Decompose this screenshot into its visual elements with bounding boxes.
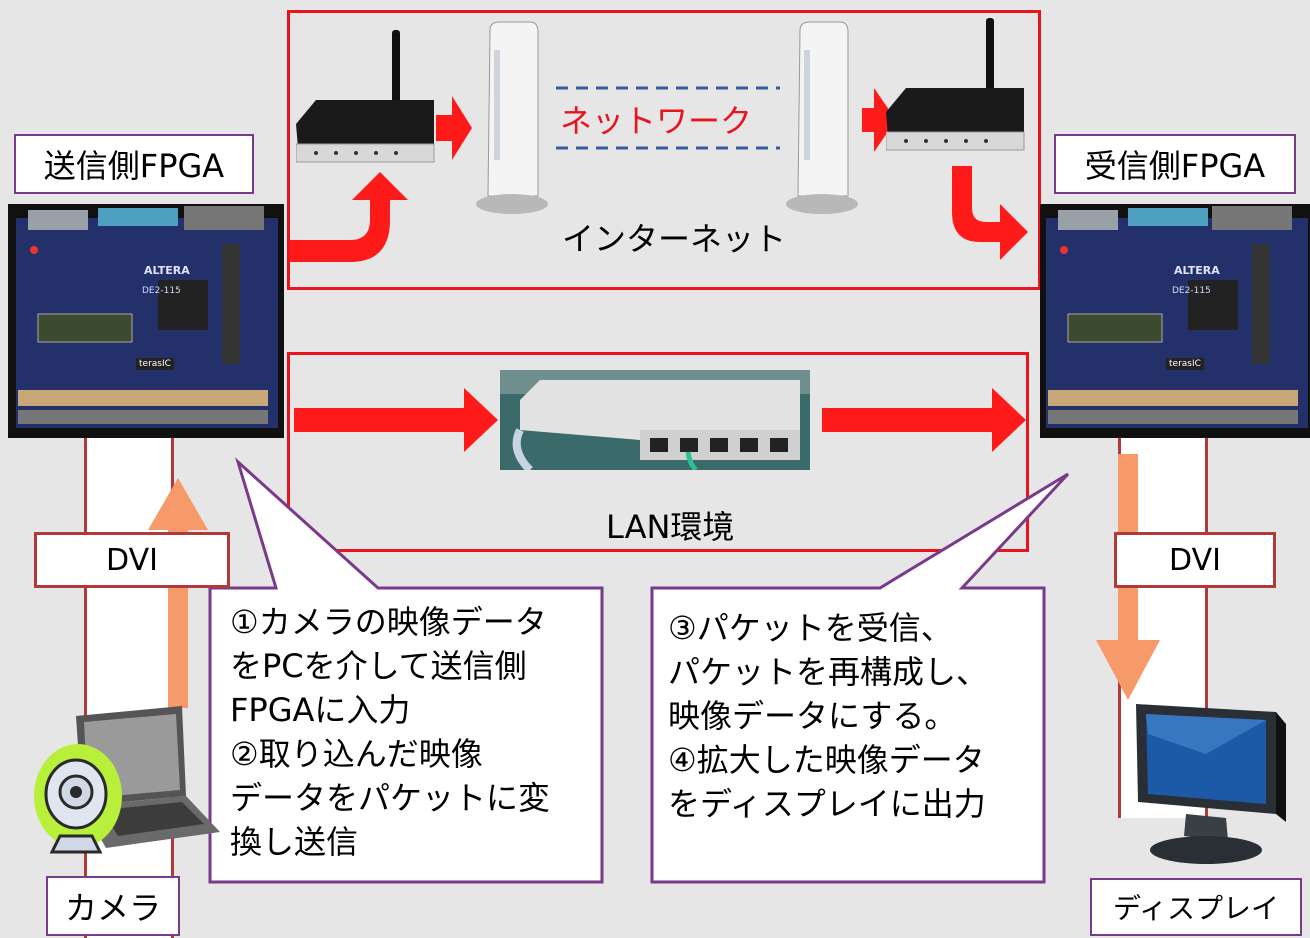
lan-label: LAN環境 (606, 508, 735, 546)
internet-label: インターネット (562, 220, 787, 258)
red-arrow-down-right (952, 166, 1028, 260)
lan-frame (287, 352, 1029, 552)
red-arrow-lan-left (294, 388, 498, 452)
sender-board-model: DE2-115 (142, 286, 181, 296)
red-arrow-modem-to-router (862, 88, 896, 152)
fpga-board-icon-right (1046, 206, 1308, 428)
network-switch-icon (500, 370, 810, 470)
red-arrow-lan-right (822, 388, 1026, 452)
laptop-icon (76, 706, 220, 848)
dvi-label-left: DVI (34, 532, 230, 588)
receiver-board-model: DE2-115 (1172, 286, 1211, 296)
camera-label: カメラ (46, 876, 180, 936)
callout-right-text: ③パケットを受信、 パケットを再構成し、 映像データにする。 ④拡大した映像デー… (668, 609, 989, 823)
red-arrow-router-to-modem (436, 96, 472, 160)
callout-left-shape (208, 457, 604, 884)
webcam-icon (34, 744, 122, 854)
callout-right-shape (650, 472, 1070, 884)
fpga-board-icon (16, 206, 278, 428)
modem-icon (476, 21, 548, 214)
receiver-fpga-label: 受信側FPGA (1054, 134, 1296, 194)
network-label: ネットワーク (560, 102, 753, 140)
dvi-label-right: DVI (1114, 532, 1276, 588)
monitor-icon (1136, 704, 1286, 864)
wireless-router-icon (296, 30, 435, 163)
sender-board-maker: terasIC (136, 358, 174, 370)
internet-frame (287, 10, 1041, 290)
sender-fpga-board: ALTERA DE2-115 terasIC (8, 204, 284, 438)
display-label: ディスプレイ (1090, 878, 1302, 936)
sender-fpga-label: 送信側FPGA (14, 134, 254, 194)
callout-left-text: ①カメラの映像データ をPCを介して送信側 FPGAに入力 ②取り込んだ映像 デ… (230, 603, 551, 861)
sender-board-brand: ALTERA (144, 264, 190, 277)
wireless-router-icon-right (886, 18, 1025, 151)
orange-arrow-up (148, 478, 208, 708)
modem-icon-right (786, 21, 858, 214)
receiver-fpga-board: ALTERA DE2-115 terasIC (1040, 204, 1310, 438)
receiver-board-brand: ALTERA (1174, 264, 1220, 277)
receiver-board-maker: terasIC (1166, 358, 1204, 370)
red-arrow-up-left (290, 172, 408, 262)
